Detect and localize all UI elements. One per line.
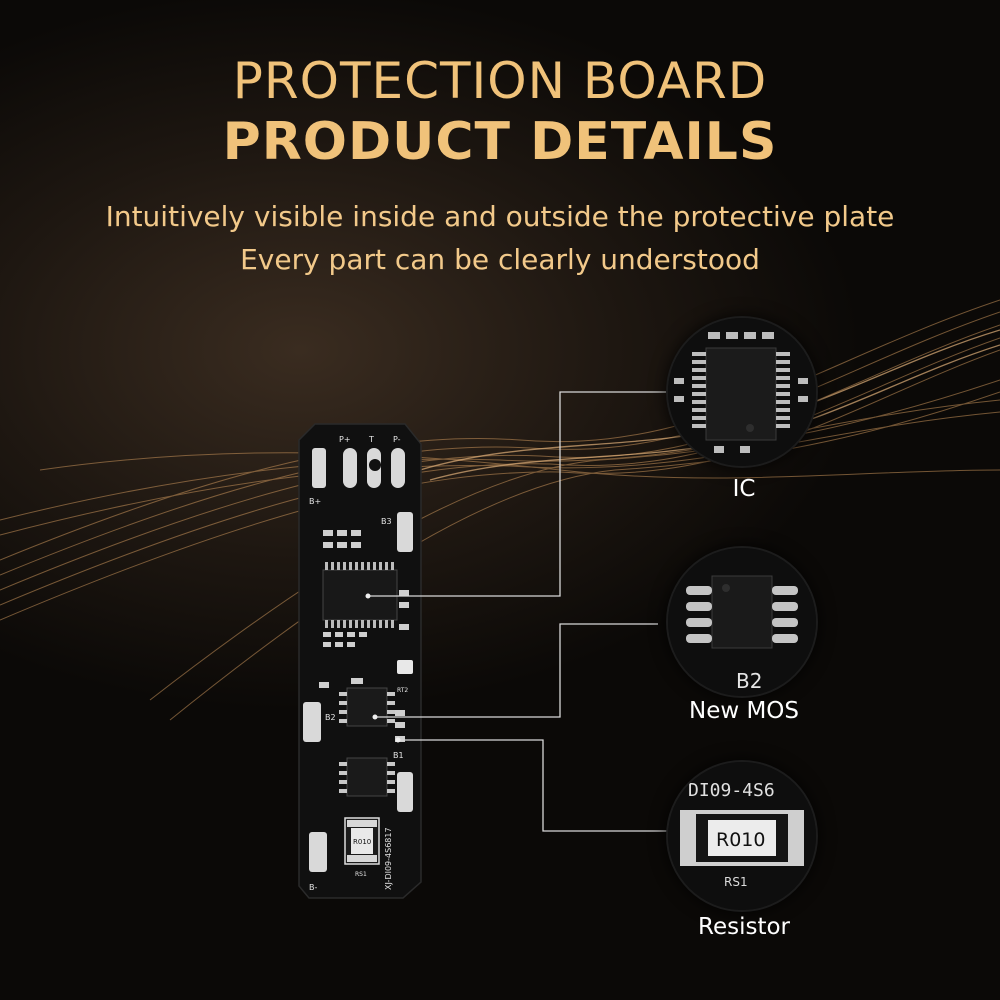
title-line-2: PRODUCT DETAILS (222, 112, 778, 172)
subtitle-line-2: Every part can be clearly understood (240, 243, 760, 276)
pad-p-minus (391, 448, 405, 488)
protection-board-pcb: P+ T P- B+ B3 RT2 B2 B1 B- R010 RS1 XJ-D… (298, 423, 422, 899)
mosfet-2 (346, 757, 388, 797)
pad-p-plus (343, 448, 357, 488)
mosfet-closeup: B2 (668, 548, 816, 696)
silk-rt2: RT2 (397, 687, 408, 694)
pad-b-plus (312, 448, 326, 488)
caption-ic: IC (732, 476, 756, 502)
silk-b-plus: B+ (309, 497, 321, 506)
caption-new-mos: New MOS (688, 698, 800, 724)
silk-p-plus: P+ (339, 435, 351, 444)
silk-p-minus: P- (393, 435, 401, 444)
silk-b3: B3 (381, 517, 392, 526)
silk-rs1: RS1 (355, 871, 367, 878)
silk-model: XJ-DI09-4S6817 (384, 827, 393, 890)
silk-b1: B1 (393, 751, 404, 760)
pad-b3 (397, 512, 413, 552)
title-line-1: PROTECTION BOARD (232, 52, 768, 110)
zoom-silk-model: DI09-4S6 (688, 780, 775, 801)
leader-resistor (398, 739, 668, 832)
pad-b1 (397, 772, 413, 812)
thermistor-rt2 (397, 660, 413, 674)
resistor-closeup: DI09-4S6 R010 RS1 (668, 762, 816, 910)
zoom-label-b2: B2 (736, 669, 762, 693)
subtitle-line-1: Intuitively visible inside and outside t… (105, 200, 895, 233)
leader-mos (375, 623, 658, 718)
silk-b2: B2 (325, 713, 336, 722)
ic-chip-closeup (668, 318, 816, 466)
leader-ic (368, 391, 668, 597)
ic-chip (322, 569, 398, 621)
caption-resistor: Resistor (698, 914, 790, 940)
mosfet-1 (346, 687, 388, 727)
pad-b-minus (309, 832, 327, 872)
silk-t: T (368, 435, 374, 444)
zoom-silk-rs1: RS1 (724, 875, 748, 889)
pad-b2 (303, 702, 321, 742)
zoom-resistor-code: R010 (716, 829, 765, 851)
silk-b-minus: B- (309, 883, 317, 892)
silk-resistor-code: R010 (353, 838, 371, 846)
